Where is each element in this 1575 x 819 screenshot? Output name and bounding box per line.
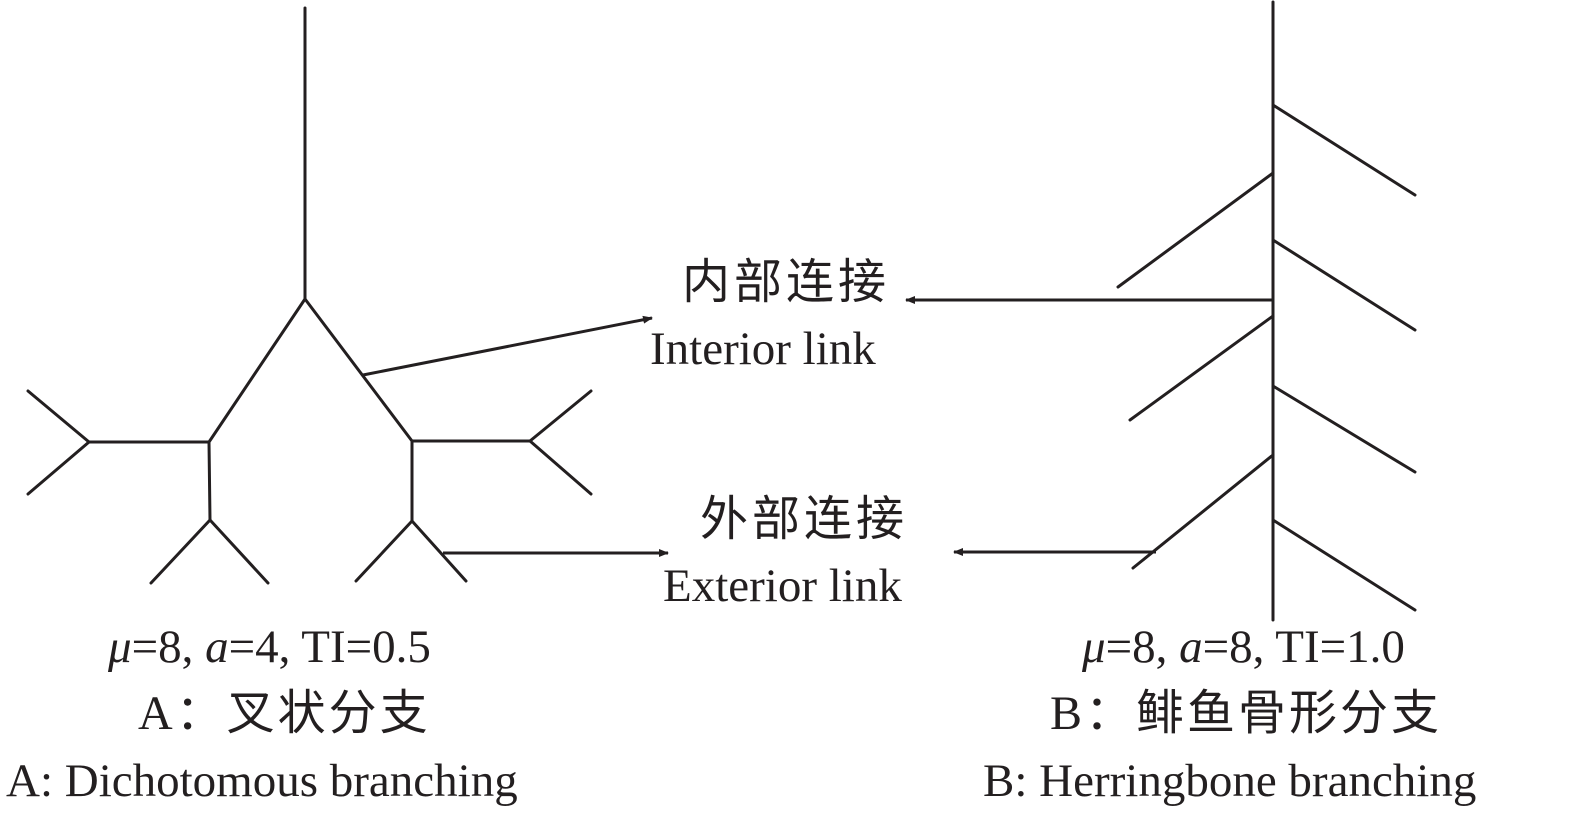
exterior-link-label-en: Exterior link	[663, 560, 902, 612]
tree-b-right-branch-2	[1271, 238, 1417, 332]
panel-b-title-zh: B：鲱鱼骨形分支	[1050, 687, 1443, 740]
tree-a-left-fork-upper	[26, 389, 91, 444]
interior-link-arrow-a	[362, 315, 653, 377]
interior-link-label-en: Interior link	[650, 323, 876, 375]
herringbone-tree	[1116, 0, 1417, 622]
tree-a-left-bottom-fork-right	[208, 518, 270, 585]
panel-a-mu-value: =8,	[131, 621, 206, 673]
tree-a-arrows	[362, 315, 669, 557]
panel-b-title-en: B: Herringbone branching	[983, 755, 1477, 807]
tree-b-right-branch-1	[1271, 103, 1417, 197]
tree-a-left-vertical	[207, 440, 212, 522]
exterior-link-label-zh: 外部连接	[700, 493, 909, 546]
panel-b-a-symbol: a	[1179, 621, 1203, 673]
tree-a-right-fork-lower	[528, 439, 593, 496]
tree-b-arrows	[905, 296, 1273, 556]
tree-a-right-limb	[303, 297, 414, 443]
panel-a-title-en: A: Dichotomous branching	[6, 755, 518, 807]
tree-b-left-branch-3	[1131, 453, 1275, 570]
panel-b-mu-value: =8,	[1105, 621, 1180, 673]
tree-a-right-fork-upper	[528, 389, 593, 443]
tree-a-left-bottom-fork-left	[149, 518, 212, 585]
tree-a-right-bottom-fork-right	[410, 519, 468, 583]
panel-b-a-value: =8, TI=1.0	[1202, 621, 1405, 673]
panel-b-parameters: μ=8, a=8, TI=1.0	[1082, 624, 1405, 671]
tree-b-right-branch-3	[1271, 384, 1417, 474]
tree-a-left-fork-lower	[26, 440, 91, 496]
panel-a-parameters: μ=8, a=4, TI=0.5	[108, 624, 431, 671]
interior-link-label-zh: 内部连接	[682, 256, 891, 309]
tree-b-right-branch-4	[1271, 518, 1417, 612]
dichotomous-tree	[26, 6, 593, 585]
panel-b-mu-symbol: μ	[1082, 621, 1106, 673]
panel-a-a-value: =4, TI=0.5	[228, 621, 431, 673]
panel-a-title-zh: A：叉状分支	[138, 687, 431, 740]
panel-a-mu-symbol: μ	[108, 621, 132, 673]
panel-a-a-symbol: a	[205, 621, 229, 673]
tree-b-left-branch-1	[1116, 171, 1275, 289]
tree-a-left-limb	[207, 297, 307, 444]
tree-b-left-branch-2	[1128, 314, 1275, 422]
tree-a-right-bottom-fork-left	[354, 519, 414, 583]
